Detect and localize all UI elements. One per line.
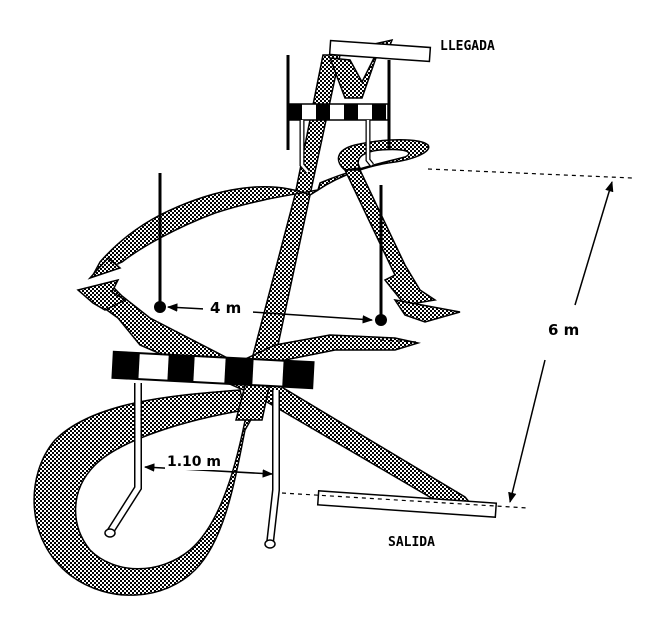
dimension-6m-label: 6 m (548, 321, 579, 339)
dimension-4m-left (166, 303, 206, 312)
path-arrowhead-left (76, 278, 127, 311)
finish-gate (287, 103, 389, 174)
finish-board (328, 39, 432, 63)
pole-base-right (375, 314, 387, 326)
path-arrowhead-right (393, 298, 461, 323)
path-segment-upper-loop (316, 139, 430, 192)
pole-base-left (154, 301, 166, 313)
dashed-guides (281, 168, 633, 509)
dimension-lines (143, 180, 614, 504)
hurdle-gate (104, 350, 315, 549)
dimension-6m-lower (508, 359, 546, 504)
finish-label: LLEGADA (440, 39, 495, 54)
dimension-4m-right (251, 311, 374, 324)
dimension-6m-upper (574, 180, 614, 306)
dimension-gate-width-label: 1.10 m (167, 454, 221, 470)
path-segment-left-loop (33, 389, 267, 596)
path-segment-right-descent (343, 169, 437, 306)
dimension-4m-label: 4 m (210, 299, 241, 317)
start-label: SALIDA (388, 535, 435, 550)
poles (158, 55, 391, 318)
path-arrowhead-upper-left (87, 256, 122, 280)
